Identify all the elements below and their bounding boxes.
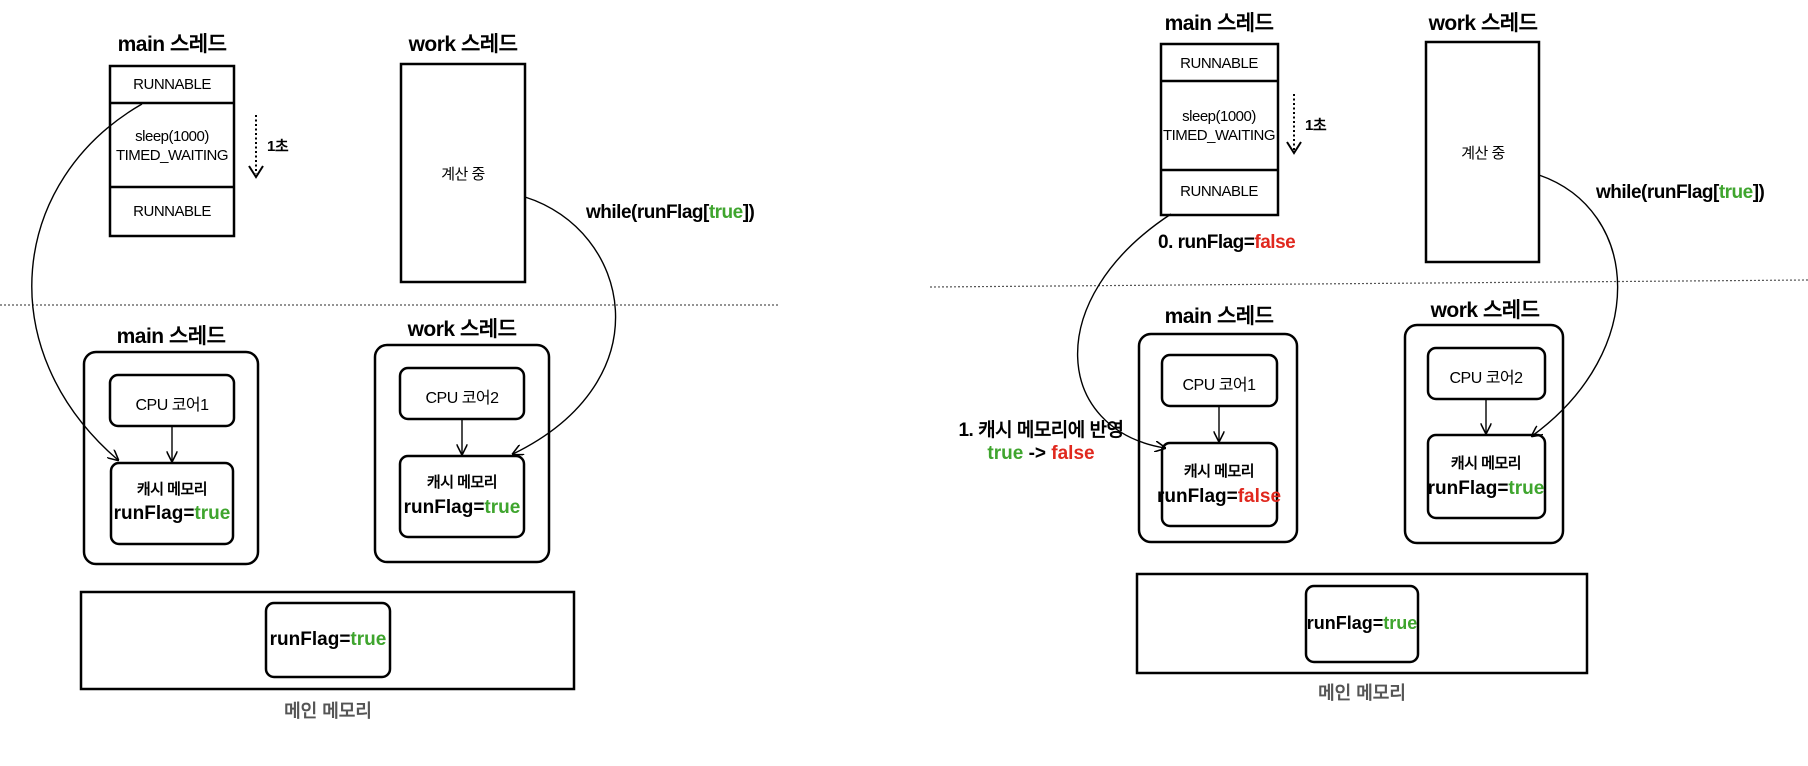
- left-cpu-core2-label: CPU 코어2: [425, 390, 499, 407]
- right-state-sleep: sleep(1000): [1182, 108, 1256, 125]
- right-step1-label: 1. 캐시 메모리에 반영: [958, 420, 1124, 441]
- left-main-to-cache-curve: [31, 103, 143, 460]
- left-main-cache-label: 캐시 메모리: [136, 481, 208, 498]
- right-work-to-cache-curve: [1532, 174, 1619, 436]
- right-state-timed-waiting: TIMED_WAITING: [1162, 127, 1276, 144]
- left-main-memory-runflag: runFlag=true: [269, 629, 387, 650]
- left-work-cache-box: [398, 454, 526, 539]
- left-state-runnable-2: RUNNABLE: [133, 203, 211, 220]
- right-top-work-title: work 스레드: [1428, 12, 1538, 35]
- left-work-to-cache-curve: [513, 196, 617, 454]
- right-main-to-cache-curve: [1076, 213, 1172, 448]
- left-main-memory-label: 메인 메모리: [284, 701, 372, 721]
- right-work-thread-title: work 스레드: [1430, 299, 1540, 322]
- left-work-thread-title: work 스레드: [407, 318, 517, 341]
- left-state-runnable-1: RUNNABLE: [133, 76, 211, 93]
- right-separator: [929, 279, 1808, 288]
- left-work-calculating: 계산 중: [441, 166, 485, 183]
- right-main-cache-runflag: runFlag=false: [1156, 486, 1282, 507]
- left-work-cache-label: 캐시 메모리: [426, 474, 498, 491]
- right-main-memory-runflag: runFlag=true: [1306, 613, 1418, 633]
- right-work-calculating: 계산 중: [1461, 145, 1505, 162]
- left-sleep-duration: 1초: [267, 138, 289, 155]
- right-main-cache-box: [1160, 441, 1279, 528]
- left-main-memory-value-box: [264, 601, 392, 679]
- left-state-sleep: sleep(1000): [135, 128, 209, 145]
- left-cpu-core1-label: CPU 코어1: [135, 397, 209, 414]
- right-work-cache-label: 캐시 메모리: [1450, 455, 1522, 472]
- right-step0-label: 0. runFlag=false: [1158, 232, 1296, 253]
- right-main-cache-label: 캐시 메모리: [1183, 463, 1255, 480]
- right-top-main-title: main 스레드: [1164, 12, 1274, 35]
- left-main-cache-runflag: runFlag=true: [113, 503, 231, 524]
- right-main-thread-title: main 스레드: [1164, 305, 1274, 328]
- left-main-cache-box: [109, 461, 235, 546]
- right-work-calculating-box: [1424, 40, 1541, 264]
- left-while-loop-label: while(runFlag[true]): [586, 202, 755, 223]
- right-main-memory-label: 메인 메모리: [1318, 683, 1406, 703]
- right-work-cache-box: [1426, 433, 1547, 520]
- right-state-runnable-1: RUNNABLE: [1180, 55, 1258, 72]
- left-work-calculating-box: [399, 62, 527, 284]
- left-main-thread-title: main 스레드: [116, 325, 226, 348]
- right-main-state-stack: [1159, 42, 1280, 217]
- right-while-loop-label: while(runFlag[true]): [1596, 182, 1765, 203]
- left-top-work-title: work 스레드: [408, 33, 518, 56]
- right-work-cache-runflag: runFlag=true: [1427, 478, 1545, 499]
- left-work-cache-runflag: runFlag=true: [403, 497, 521, 518]
- left-top-main-title: main 스레드: [117, 33, 227, 56]
- right-state-runnable-2: RUNNABLE: [1180, 183, 1258, 200]
- right-main-memory-value-box: [1304, 584, 1420, 664]
- left-state-timed-waiting: TIMED_WAITING: [115, 147, 229, 164]
- right-cpu-core2-label: CPU 코어2: [1449, 370, 1523, 387]
- right-step1-change: true -> false: [987, 443, 1095, 464]
- right-cpu-core1-label: CPU 코어1: [1182, 377, 1256, 394]
- right-sleep-duration: 1초: [1305, 117, 1327, 134]
- left-main-state-stack: [108, 64, 236, 238]
